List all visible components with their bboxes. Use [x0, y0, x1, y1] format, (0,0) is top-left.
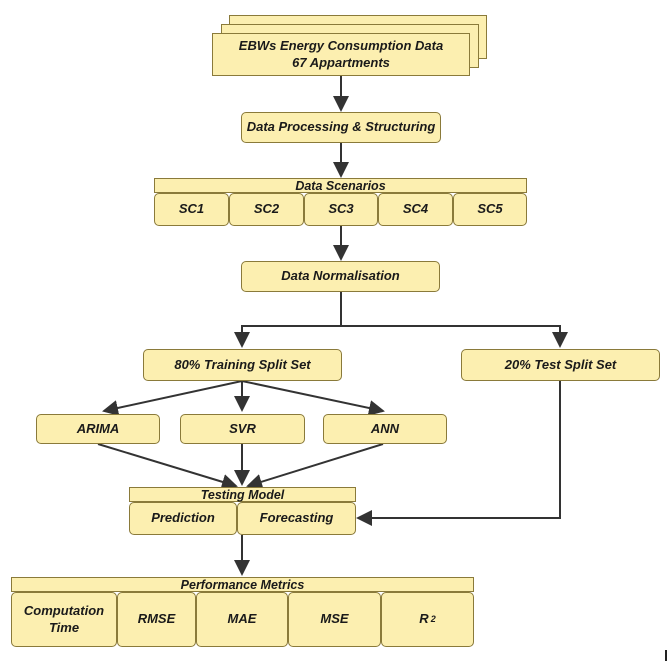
model-label: ARIMA: [76, 420, 120, 436]
performance-header: Performance Metrics: [11, 577, 474, 592]
metric-superscript: 2: [430, 613, 436, 624]
scenario-label: SC2: [253, 201, 280, 217]
scenarios-title: Data Scenarios: [295, 178, 386, 193]
normalisation-label: Data Normalisation: [281, 268, 400, 284]
metric-mse: MSE: [288, 592, 381, 647]
model-arima-box: ARIMA: [36, 414, 160, 444]
training-split-box: 80% Training Split Set: [143, 349, 342, 381]
metric-label: MAE: [227, 611, 257, 627]
split-connector-test: [341, 325, 568, 348]
forecasting-label: Forecasting: [259, 510, 334, 526]
scenario-sc3: SC3: [304, 193, 378, 226]
prediction-label: Prediction: [151, 510, 215, 526]
scenario-label: SC1: [178, 201, 205, 217]
scenario-label: SC3: [328, 201, 354, 217]
metric-label-line1: Computation: [23, 603, 105, 619]
arrow-ann-to-testing: [246, 443, 384, 490]
forecasting-box: Forecasting: [237, 502, 356, 535]
test-split-label: 20% Test Split Set: [504, 356, 617, 372]
arrow-test-to-forecasting: [356, 381, 561, 526]
metric-mae: MAE: [196, 592, 288, 647]
model-label: ANN: [370, 420, 400, 436]
data-source-line2: 67 Appartments: [292, 54, 390, 70]
testing-model-header: Testing Model: [129, 487, 356, 502]
scenario-label: SC4: [402, 201, 429, 217]
data-source-line1: EBWs Energy Consumption Data: [238, 38, 444, 54]
scenario-sc1: SC1: [154, 193, 229, 226]
scenario-sc4: SC4: [378, 193, 453, 226]
metric-computation-time: Computation Time: [11, 592, 117, 647]
arrow-arima-to-testing: [97, 443, 238, 490]
scenarios-header: Data Scenarios: [154, 178, 527, 193]
split-connector: [234, 292, 342, 348]
metric-label: R: [419, 611, 429, 627]
processing-box: Data Processing & Structuring: [241, 112, 441, 143]
metric-label: MSE: [320, 611, 349, 627]
arrow-training-to-arima: [102, 380, 243, 416]
data-source-box: EBWs Energy Consumption Data 67 Appartme…: [212, 33, 470, 76]
testing-model-title: Testing Model: [200, 487, 285, 502]
processing-label: Data Processing & Structuring: [246, 119, 436, 135]
arrow-training-to-ann: [241, 380, 385, 416]
model-label: SVR: [229, 420, 256, 436]
model-ann-box: ANN: [323, 414, 447, 444]
training-split-label: 80% Training Split Set: [174, 356, 311, 372]
normalisation-box: Data Normalisation: [241, 261, 440, 292]
metric-label: RMSE: [137, 611, 176, 627]
performance-title: Performance Metrics: [180, 577, 305, 592]
metric-label-line2: Time: [48, 619, 80, 635]
scenario-label: SC5: [477, 201, 503, 217]
metric-rmse: RMSE: [117, 592, 196, 647]
scenario-sc2: SC2: [229, 193, 304, 226]
test-split-box: 20% Test Split Set: [461, 349, 660, 381]
prediction-box: Prediction: [129, 502, 237, 535]
scenario-sc5: SC5: [453, 193, 527, 226]
model-svr-box: SVR: [180, 414, 305, 444]
